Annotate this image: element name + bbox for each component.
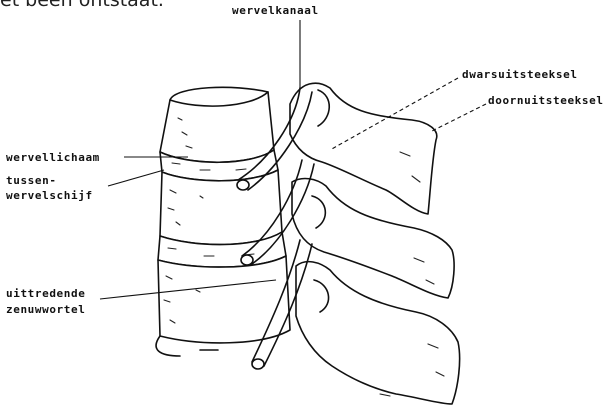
label-spinal-canal: wervelkanaal — [232, 4, 319, 17]
label-nerve-root-line2: zenuwwortel — [6, 303, 85, 316]
label-disc-line2: wervelschijf — [6, 189, 93, 202]
vertebral-column — [156, 87, 290, 356]
vertebral-body-bottom — [158, 256, 290, 343]
posterior-elements — [290, 83, 460, 404]
label-vertebral-body: wervellichaam — [6, 151, 100, 164]
label-spinous-process: doornuitsteeksel — [488, 94, 604, 107]
label-disc-line1: tussen- — [6, 174, 57, 187]
vertebral-body-middle — [160, 170, 282, 245]
leader-disc — [108, 170, 164, 186]
label-nerve-root-line1: uittredende — [6, 287, 85, 300]
label-transverse-process: dwarsuitsteeksel — [462, 68, 578, 81]
leader-spinous-process — [430, 104, 486, 132]
